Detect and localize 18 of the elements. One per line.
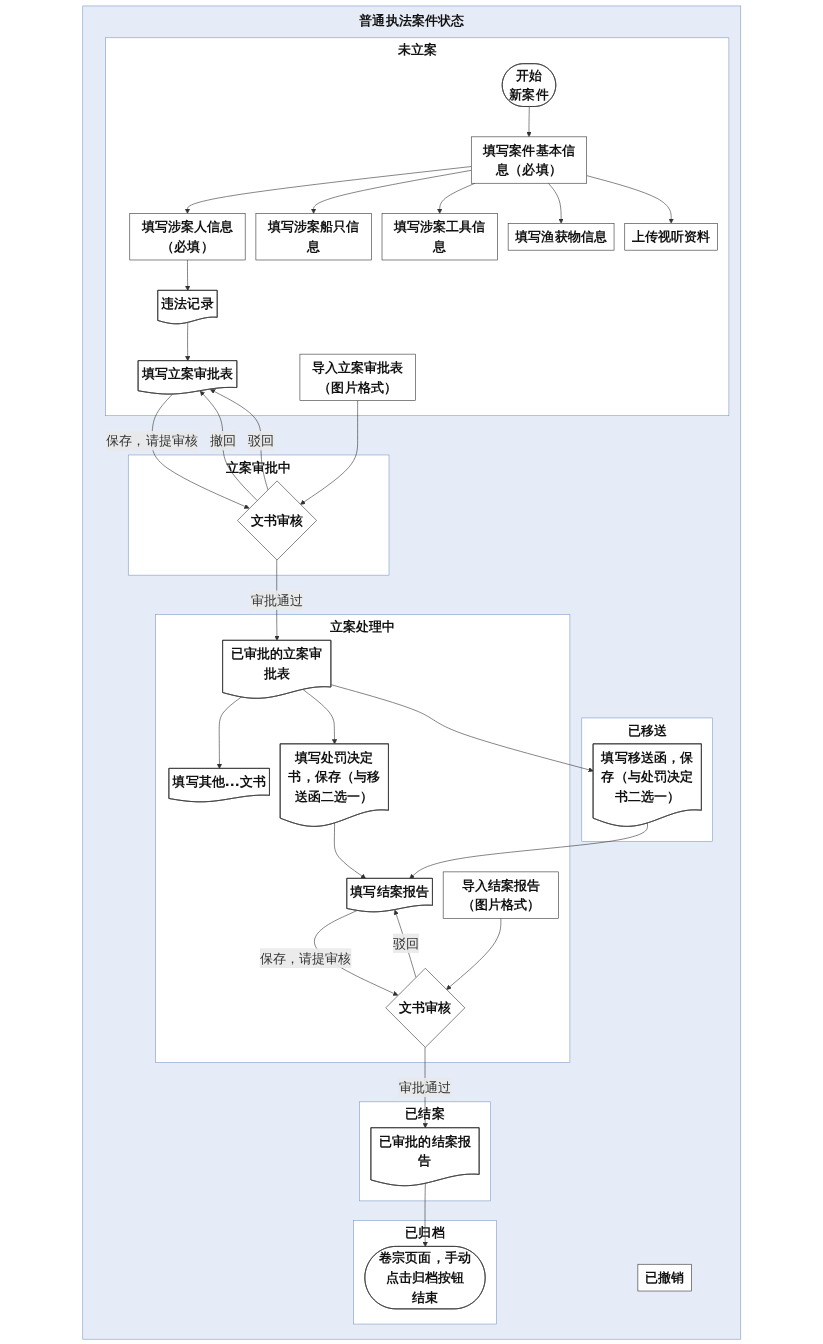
edge-label: 审批通过	[250, 592, 303, 608]
node-box: 导入立案审批表（图片格式）	[299, 353, 416, 401]
node-box: 填写案件基本信息（必填）	[470, 136, 587, 184]
node-box: 填写涉案人信息（必填）	[129, 213, 246, 261]
node-box: 上传视听资料	[624, 223, 718, 251]
edge-label: 审批通过	[398, 1080, 451, 1095]
edge-label: 驳回	[247, 433, 274, 449]
node-box: 填写涉案船只信息	[255, 213, 372, 261]
node-diamond: 文书审核	[236, 480, 317, 561]
edge-label: 保存，请提审核	[105, 433, 198, 449]
node-box: 导入结案报告（图片格式）	[442, 871, 559, 919]
node-box: 填写渔获物信息	[507, 223, 615, 251]
node-box: 已撤销	[637, 1263, 692, 1292]
edge-label: 保存，请提审核	[259, 950, 352, 966]
node-diamond: 文书审核	[385, 967, 465, 1048]
node-box: 填写涉案工具信息	[381, 213, 498, 261]
edge-label: 撤回	[209, 433, 236, 449]
edge-label: 驳回	[392, 935, 419, 951]
